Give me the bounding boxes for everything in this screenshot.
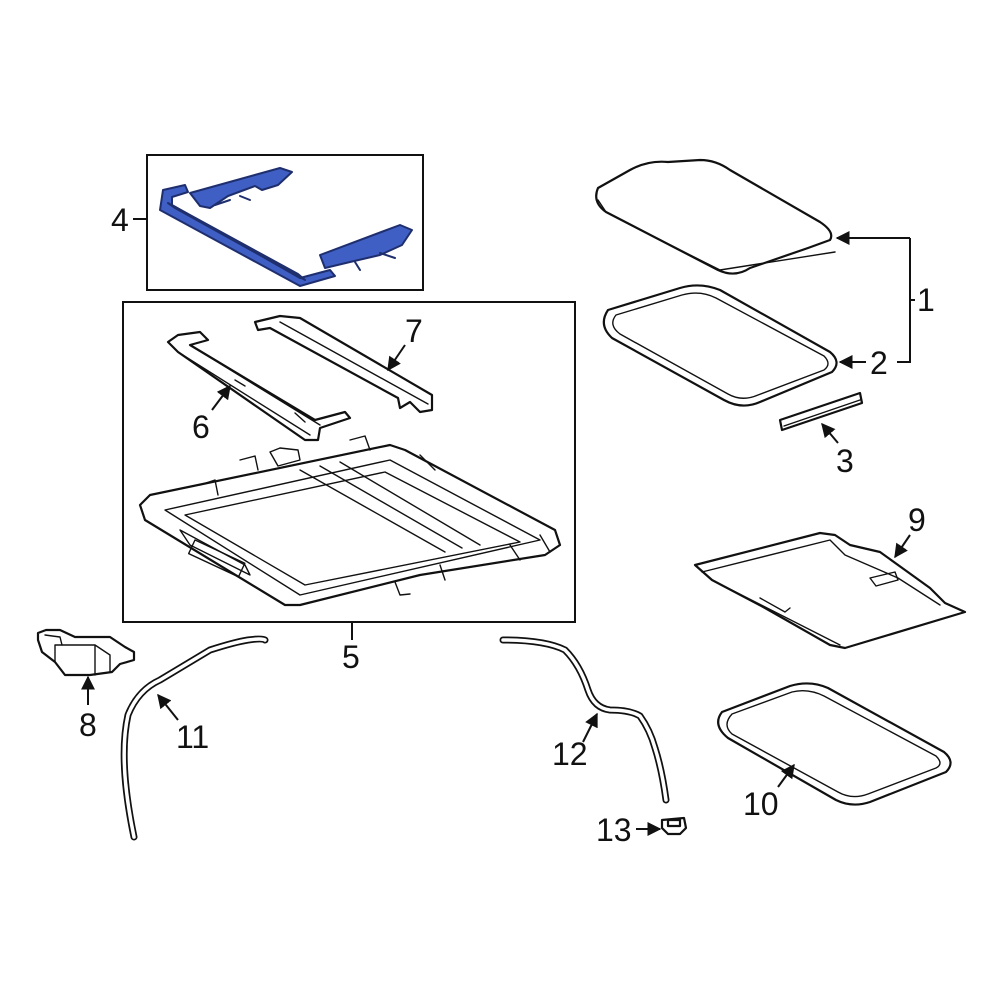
part-5-sunroof-frame-assembly[interactable]: 5 6 7	[122, 301, 576, 675]
callout-9: 9	[908, 502, 926, 538]
callout-13: 13	[596, 812, 632, 848]
callout-3: 3	[836, 443, 854, 479]
part-12-leader	[582, 712, 598, 743]
part-13-hose-clip[interactable]: 13	[596, 812, 688, 848]
part-4-drain-trough-assembly[interactable]: 4	[111, 154, 424, 291]
callout-12: 12	[552, 736, 588, 772]
callout-6: 6	[192, 409, 210, 445]
part-2-glass-weatherstrip[interactable]: 2	[602, 284, 888, 407]
callout-8: 8	[79, 707, 97, 743]
callout-7: 7	[405, 313, 423, 349]
part-3-leader	[821, 422, 839, 444]
part-7-rail[interactable]: 7	[253, 313, 434, 414]
part-5-box	[122, 301, 576, 623]
callout-1: 1	[917, 282, 935, 318]
part-9-sunshade[interactable]: 9	[693, 502, 967, 650]
part-1-bracket	[897, 238, 911, 363]
part-9-leader	[894, 534, 911, 559]
part-8-control-module[interactable]: 8	[36, 628, 136, 743]
part-11-front-drain-hose[interactable]: 11	[120, 635, 269, 841]
part-7-leader	[387, 344, 406, 372]
part-4-highlighted-part	[159, 167, 413, 287]
callout-4: 4	[111, 202, 129, 238]
part-4-box	[146, 154, 424, 291]
part-1-glass-panel[interactable]: 1	[595, 158, 935, 363]
part-5-frame-drawing	[138, 435, 562, 607]
callout-11: 11	[176, 719, 209, 755]
callout-10: 10	[743, 786, 779, 822]
part-11-leader	[157, 693, 179, 721]
callout-2: 2	[870, 345, 888, 381]
part-10-leader	[777, 763, 795, 788]
part-12-rear-drain-hose[interactable]: 12	[499, 636, 670, 804]
part-10-opening-weatherstrip[interactable]: 10	[717, 682, 952, 822]
part-6-leader	[211, 384, 231, 411]
callout-5: 5	[342, 639, 360, 675]
part-3-glass-seal-strip[interactable]: 3	[778, 391, 864, 479]
part-6-wind-deflector[interactable]: 6	[166, 330, 352, 445]
